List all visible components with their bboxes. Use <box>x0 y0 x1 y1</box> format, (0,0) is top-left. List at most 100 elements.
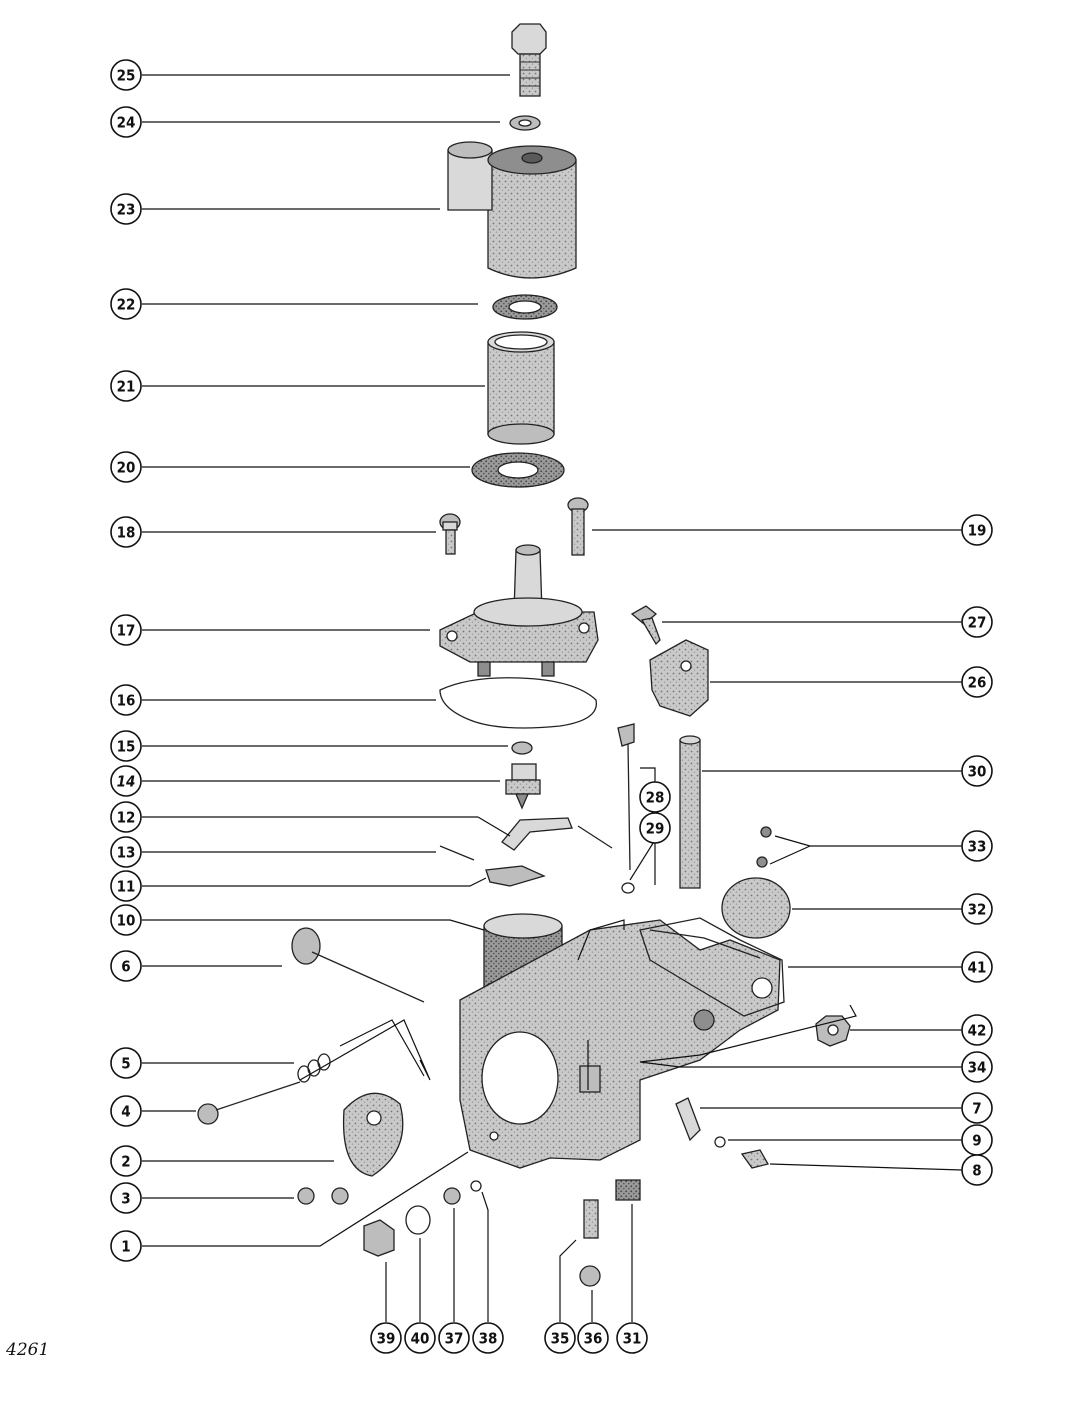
part-32-plate <box>721 877 791 939</box>
svg-text:2: 2 <box>121 1153 130 1171</box>
callout-20: 20 <box>110 451 142 483</box>
svg-text:22: 22 <box>117 296 136 314</box>
svg-text:25: 25 <box>117 67 136 85</box>
part-18-screw <box>439 513 461 555</box>
callout-15: 15 <box>110 730 142 762</box>
part-13-pin-a <box>439 845 475 861</box>
part-21-screen <box>487 331 555 445</box>
part-7-clip <box>675 1097 701 1142</box>
callout-8: 8 <box>961 1154 993 1186</box>
part-30-shaft <box>679 739 701 889</box>
figure-number: 4261 <box>6 1340 50 1360</box>
svg-text:30: 30 <box>968 763 987 781</box>
callout-21: 21 <box>110 370 142 402</box>
part-2-plate <box>342 1092 404 1177</box>
callout-2: 2 <box>110 1145 142 1177</box>
part-19-screw <box>567 497 589 556</box>
callout-37: 37 <box>438 1322 470 1354</box>
callout-33: 33 <box>961 830 993 862</box>
svg-text:38: 38 <box>479 1330 498 1348</box>
callout-34: 34 <box>961 1051 993 1083</box>
svg-text:31: 31 <box>623 1330 642 1348</box>
svg-text:9: 9 <box>972 1132 981 1150</box>
callout-42: 42 <box>961 1014 993 1046</box>
part-1-body <box>459 919 781 1169</box>
part-33-b <box>756 856 768 868</box>
callout-10: 10 <box>110 904 142 936</box>
svg-text:20: 20 <box>117 459 136 477</box>
part-16-gasket <box>439 677 597 729</box>
svg-text:18: 18 <box>117 524 136 542</box>
callout-11: 11 <box>110 870 142 902</box>
leader-lines <box>142 74 963 1322</box>
part-6-shaft <box>291 927 425 1003</box>
callout-32: 32 <box>961 893 993 925</box>
svg-text:7: 7 <box>972 1100 981 1118</box>
svg-text:41: 41 <box>968 959 987 977</box>
part-23-bowl <box>447 141 577 279</box>
callout-25: 25 <box>110 59 142 91</box>
callout-41: 41 <box>961 951 993 983</box>
part-9-ring <box>714 1136 726 1148</box>
svg-text:35: 35 <box>551 1330 570 1348</box>
callout-36: 36 <box>577 1322 609 1354</box>
part-39-plug <box>363 1219 395 1257</box>
callout-30: 30 <box>961 755 993 787</box>
callout-12: 12 <box>110 801 142 833</box>
svg-text:10: 10 <box>117 912 136 930</box>
callout-19: 19 <box>961 514 993 546</box>
callout-7: 7 <box>961 1092 993 1124</box>
svg-text:36: 36 <box>584 1330 603 1348</box>
svg-text:1: 1 <box>121 1238 130 1256</box>
callout-1: 1 <box>110 1230 142 1262</box>
part-36-plug <box>579 1265 601 1287</box>
callout-9: 9 <box>961 1124 993 1156</box>
svg-text:23: 23 <box>117 201 136 219</box>
part-35-jet <box>583 1199 599 1239</box>
part-27-screw <box>630 605 661 646</box>
part-33-a <box>760 826 772 838</box>
part-14-valve <box>505 763 541 810</box>
part-41-gasket <box>639 917 785 1017</box>
callout-29: 29 <box>639 812 671 844</box>
svg-text:27: 27 <box>968 614 987 632</box>
svg-text:42: 42 <box>968 1022 987 1040</box>
part-11-bracket <box>485 865 546 887</box>
part-13-pin-b <box>577 825 613 849</box>
callout-17: 17 <box>110 614 142 646</box>
callout-38: 38 <box>472 1322 504 1354</box>
svg-text:6: 6 <box>121 958 130 976</box>
part-12-lever <box>501 817 573 851</box>
part-4-screw <box>197 1081 301 1125</box>
part-31-spring <box>615 1179 641 1201</box>
svg-text:37: 37 <box>445 1330 464 1348</box>
part-3-screw-a <box>297 1187 315 1205</box>
callout-3: 3 <box>110 1182 142 1214</box>
callout-14: 14 <box>110 765 142 797</box>
callout-23: 23 <box>110 193 142 225</box>
callout-18: 18 <box>110 516 142 548</box>
part-28-needle <box>617 723 635 894</box>
svg-text:19: 19 <box>968 522 987 540</box>
parts-illustration <box>197 23 851 1287</box>
callout-16: 16 <box>110 684 142 716</box>
svg-text:39: 39 <box>377 1330 396 1348</box>
svg-text:8: 8 <box>972 1162 981 1180</box>
svg-text:26: 26 <box>968 674 987 692</box>
svg-text:24: 24 <box>117 114 136 132</box>
part-38-ring <box>470 1180 482 1192</box>
svg-text:13: 13 <box>117 844 136 862</box>
callout-39: 39 <box>370 1322 402 1354</box>
svg-text:17: 17 <box>117 622 136 640</box>
callout-13: 13 <box>110 836 142 868</box>
callout-26: 26 <box>961 666 993 698</box>
svg-text:40: 40 <box>411 1330 430 1348</box>
svg-text:34: 34 <box>968 1059 987 1077</box>
svg-text:4: 4 <box>121 1103 130 1121</box>
part-37-jet <box>443 1187 461 1205</box>
callout-22: 22 <box>110 288 142 320</box>
part-26-plate <box>649 639 709 717</box>
callout-28: 28 <box>639 781 671 813</box>
callout-27: 27 <box>961 606 993 638</box>
